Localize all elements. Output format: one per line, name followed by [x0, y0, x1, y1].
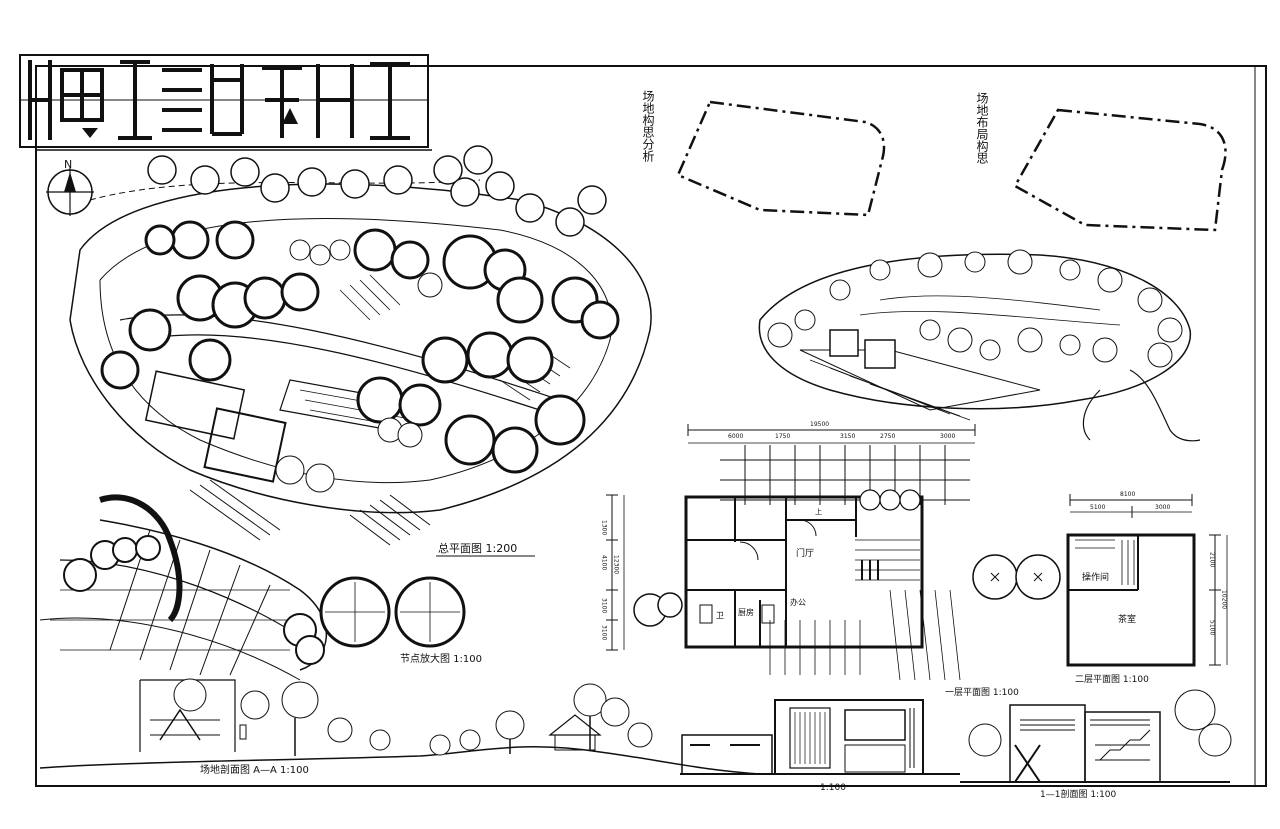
- sheet-border: [35, 65, 1267, 787]
- upper-floor-caption: 二层平面图 1:100: [1075, 674, 1149, 685]
- upper-dim-2: 3000: [1155, 504, 1170, 511]
- concept-right-label: 场地布局构思: [975, 92, 989, 164]
- title-lettering: [19, 54, 429, 148]
- concept-diagram-right: 场地布局构思: [975, 92, 1227, 232]
- master-plan-trees: [147, 145, 607, 237]
- room-office: 办公: [790, 597, 806, 607]
- upper-dim-right-2: 10200: [1221, 590, 1228, 609]
- dim-top-5: 3000: [940, 433, 955, 440]
- detail-plan-feature-trees: [319, 576, 466, 648]
- upper-dim-total: 8100: [1120, 491, 1135, 498]
- room-kitchen: 厨房: [738, 607, 754, 617]
- connector-trees: [972, 554, 1061, 600]
- dim-left-1: 1300: [601, 520, 608, 535]
- detail-plan-trees: [63, 535, 325, 665]
- dim-left-3: 12300: [613, 555, 620, 574]
- ground-floor-caption: 一层平面图 1:100: [945, 687, 1019, 698]
- ground-floor-plan: [606, 424, 976, 681]
- north-label: N: [64, 158, 72, 171]
- elevation: [680, 699, 960, 775]
- north-arrow: N: [46, 158, 94, 216]
- upper-dim-1: 5100: [1090, 504, 1105, 511]
- upper-floor-labels: 8100 5100 3000 操作间 茶室 2100 10200 5100: [1082, 491, 1228, 635]
- aerial-perspective: [758, 253, 1201, 442]
- dim-total: 19500: [810, 421, 829, 428]
- dim-top-4: 2750: [880, 433, 895, 440]
- concept-left-label: 场地构思分析: [641, 90, 655, 163]
- section-1-1-caption: 1—1剖面图 1:100: [1040, 788, 1117, 800]
- master-plan-caption: 总平面图 1:200: [438, 541, 517, 555]
- room-operation: 操作间: [1082, 571, 1109, 583]
- section-trees: [173, 678, 653, 756]
- upper-dim-right-1: 2100: [1209, 552, 1216, 567]
- master-plan-shrubs: [275, 239, 443, 493]
- room-toilet: 卫: [716, 611, 724, 620]
- dim-left-4: 3100: [601, 598, 608, 613]
- elevation-caption: 1:100: [820, 783, 846, 793]
- site-section: [39, 679, 761, 775]
- detail-plan-caption: 节点放大图 1:100: [400, 652, 482, 665]
- dim-top-2: 1750: [775, 433, 790, 440]
- section-1-1: [960, 704, 1230, 783]
- stairs-note: 上: [815, 507, 822, 516]
- upper-floor-plan: [1066, 494, 1228, 667]
- room-lobby: 门厅: [796, 547, 814, 559]
- upper-dim-right-3: 5100: [1209, 620, 1216, 635]
- aerial-trees: [767, 249, 1183, 368]
- concept-diagram-left: 场地构思分析: [641, 90, 886, 217]
- section-1-1-trees: [968, 689, 1232, 757]
- dim-top-1: 6000: [728, 433, 743, 440]
- dim-left-5: 3100: [601, 625, 608, 640]
- dim-top-3: 3150: [840, 433, 855, 440]
- master-plan-canopies: [100, 220, 620, 474]
- room-tea: 茶室: [1118, 613, 1136, 625]
- ground-floor-dim-labels: 6000 1750 3150 2750 3000 19500 门厅 办公 厨房 …: [601, 421, 956, 640]
- dim-left-2: 4100: [601, 555, 608, 570]
- site-section-caption: 场地剖面图 A—A 1:100: [200, 763, 309, 776]
